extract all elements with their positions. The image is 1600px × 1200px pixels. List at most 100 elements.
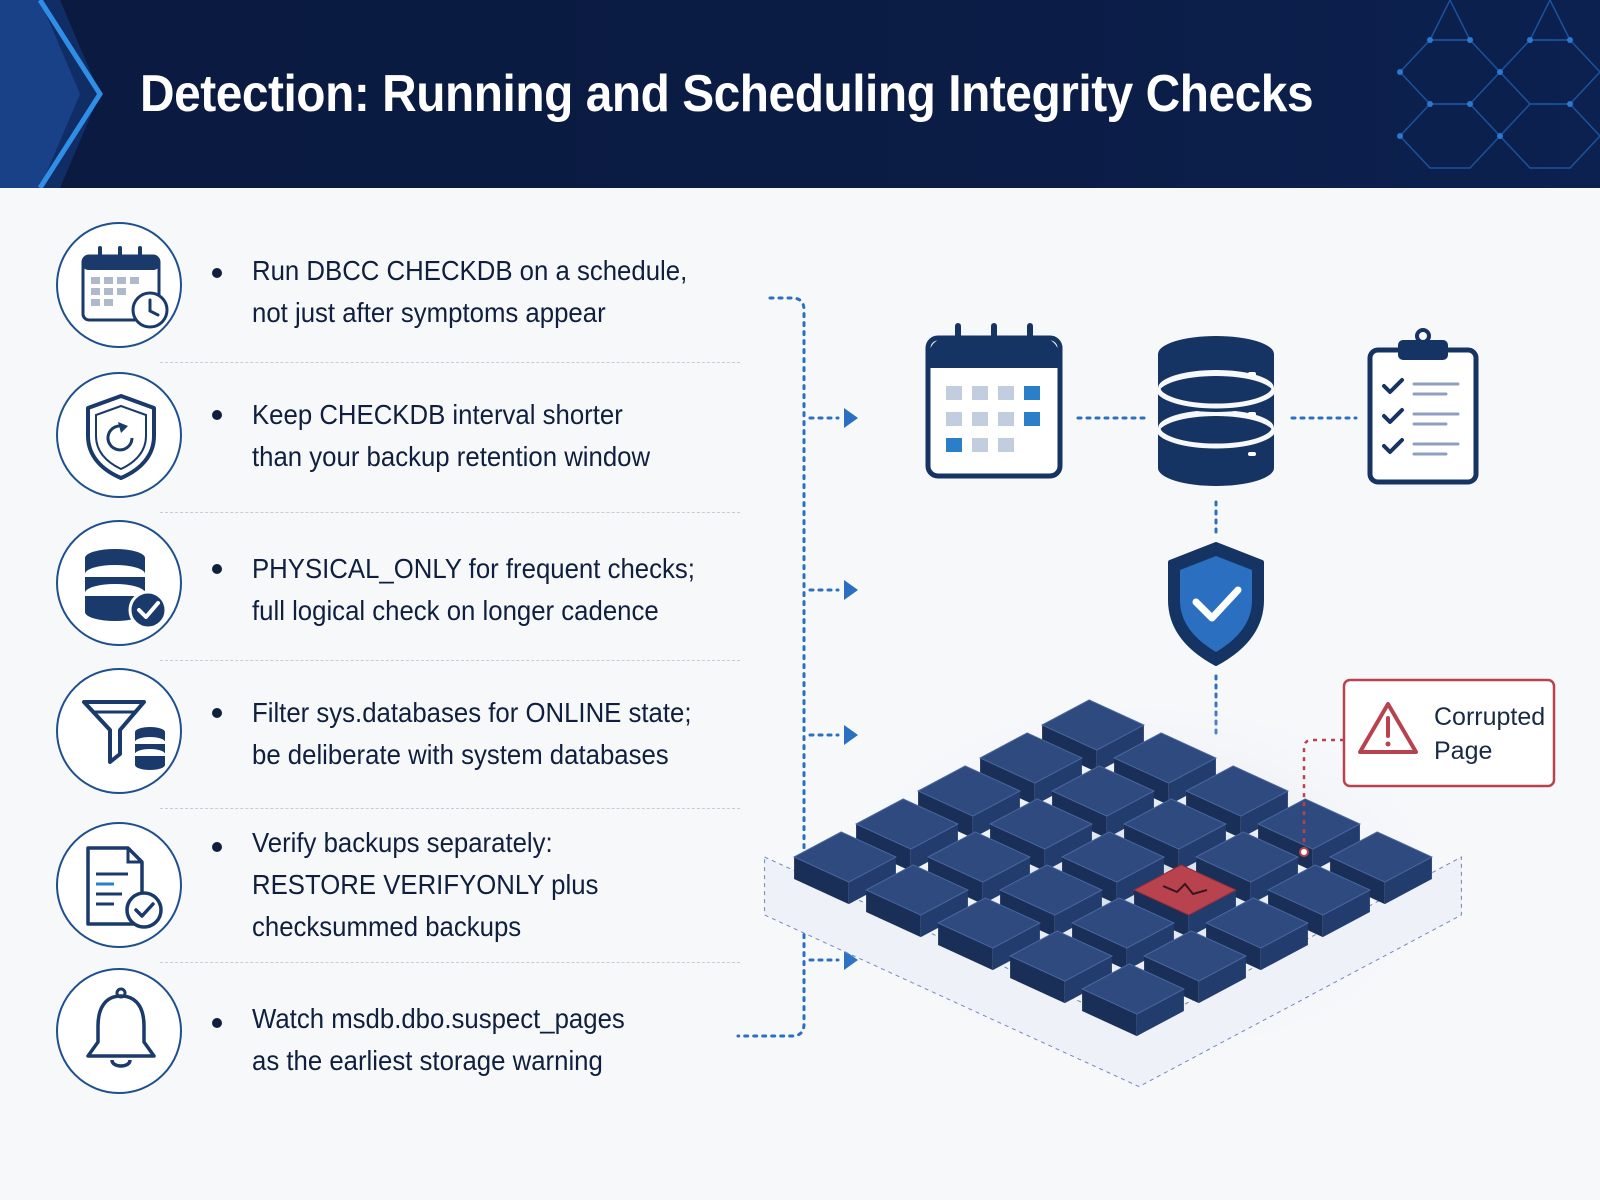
- page-tile: [1328, 831, 1434, 883]
- tile-side: [1258, 824, 1313, 872]
- bullet-point: [212, 564, 222, 574]
- item-text: Filter sys.databases for ONLINE state; b…: [252, 692, 772, 776]
- item-line: full logical check on longer cadence: [252, 595, 659, 626]
- shield-refresh-icon: [56, 372, 182, 498]
- divider: [160, 362, 740, 363]
- list-item: Run DBCC CHECKDB on a schedule, not just…: [56, 222, 746, 352]
- item-text: Verify backups separately: RESTORE VERIF…: [252, 822, 772, 948]
- page-tile: [1194, 831, 1300, 883]
- tile-side: [1240, 791, 1288, 839]
- calendar-icon: [925, 323, 1063, 479]
- tile-side: [1168, 758, 1216, 806]
- item-line: Watch msdb.dbo.suspect_pages: [252, 1003, 625, 1034]
- tile-side: [1312, 824, 1360, 872]
- tile-side: [1054, 890, 1102, 938]
- callout-line: Corrupted: [1434, 703, 1546, 731]
- divider: [160, 808, 740, 809]
- tile-side: [1136, 989, 1184, 1037]
- database-icon: [1155, 336, 1277, 486]
- tile-side: [1082, 989, 1137, 1037]
- page-tile: [1122, 798, 1228, 850]
- tile-side: [1330, 857, 1385, 905]
- divider: [160, 512, 740, 513]
- tile-side: [856, 824, 911, 872]
- divider: [160, 962, 740, 963]
- tile-side: [982, 857, 1030, 905]
- page-tile: [1256, 798, 1362, 850]
- clipboard-checklist-icon: [1367, 328, 1479, 485]
- callout-label: Corrupted Page: [1434, 700, 1554, 768]
- bracket-connector: [736, 296, 840, 1038]
- page-tile: [1142, 930, 1248, 982]
- page-tile: [988, 798, 1094, 850]
- tile-side: [990, 824, 1045, 872]
- item-line: as the earliest storage warning: [252, 1045, 603, 1076]
- tile-side: [1124, 824, 1179, 872]
- header-decoration: [0, 0, 1600, 188]
- page-tile: [998, 864, 1104, 916]
- page-tile: [1040, 699, 1146, 751]
- tile-side: [1134, 890, 1189, 938]
- tile-side: [1062, 857, 1117, 905]
- page-tile: [1050, 765, 1156, 817]
- list-item: Filter sys.databases for ONLINE state; b…: [56, 668, 746, 798]
- page-tile: [1204, 897, 1310, 949]
- database-check-icon: [56, 520, 182, 646]
- tile-side: [928, 857, 983, 905]
- list-item: Watch msdb.dbo.suspect_pages as the earl…: [56, 968, 746, 1098]
- tile-side: [1042, 725, 1097, 773]
- list-item: PHYSICAL_ONLY for frequent checks; full …: [56, 520, 746, 650]
- item-line: checksummed backups: [252, 911, 522, 942]
- item-line: not just after symptoms appear: [252, 297, 606, 328]
- page-tile: [1060, 831, 1166, 883]
- document-check-icon: [56, 822, 182, 948]
- tile-side: [1072, 923, 1127, 971]
- funnel-database-icon: [56, 668, 182, 794]
- tile-side: [992, 923, 1040, 971]
- page-tile: [1112, 732, 1218, 784]
- item-line: be deliberate with system databases: [252, 739, 669, 770]
- corrupted-page-tile: [1132, 864, 1238, 916]
- page-tile: [1080, 963, 1186, 1015]
- calendar-clock-icon: [56, 222, 182, 348]
- tile-side: [1000, 890, 1055, 938]
- page-tile: [1184, 765, 1290, 817]
- page-tile: [1266, 864, 1372, 916]
- list-item: Keep CHECKDB interval shorter than your …: [56, 372, 746, 502]
- item-text: Keep CHECKDB interval shorter than your …: [252, 394, 772, 478]
- item-text: PHYSICAL_ONLY for frequent checks; full …: [252, 548, 772, 632]
- tile-side: [848, 857, 896, 905]
- tile-side: [938, 923, 993, 971]
- tile-side: [794, 857, 849, 905]
- page-tile: [978, 732, 1084, 784]
- tile-side: [1250, 857, 1298, 905]
- page-tile: [792, 831, 898, 883]
- item-text: Run DBCC CHECKDB on a schedule, not just…: [252, 250, 772, 334]
- tile-side: [1384, 857, 1432, 905]
- tile-side: [1178, 824, 1226, 872]
- tile-side: [1268, 890, 1323, 938]
- tile-side: [1144, 956, 1199, 1004]
- tile-side: [1116, 857, 1164, 905]
- crack-mark: [1162, 882, 1208, 896]
- item-line: PHYSICAL_ONLY for frequent checks;: [252, 553, 695, 584]
- tile-side: [918, 791, 973, 839]
- shield-check-icon: [1168, 542, 1264, 666]
- bullet-point: [212, 410, 222, 420]
- list-item: Verify backups separately: RESTORE VERIF…: [56, 816, 746, 956]
- page-tile: [936, 897, 1042, 949]
- tile-side: [972, 791, 1020, 839]
- tile-side: [1260, 923, 1308, 971]
- bullet-point: [212, 842, 222, 852]
- tile-side: [1064, 956, 1112, 1004]
- callout-line: Page: [1434, 737, 1493, 765]
- tile-side: [1186, 791, 1241, 839]
- item-line: Filter sys.databases for ONLINE state;: [252, 697, 692, 728]
- tile-side: [1206, 923, 1261, 971]
- page-tile: [1008, 930, 1114, 982]
- tile-side: [1322, 890, 1370, 938]
- bullet-point: [212, 1018, 222, 1028]
- tile-side: [866, 890, 921, 938]
- tile-side: [920, 890, 968, 938]
